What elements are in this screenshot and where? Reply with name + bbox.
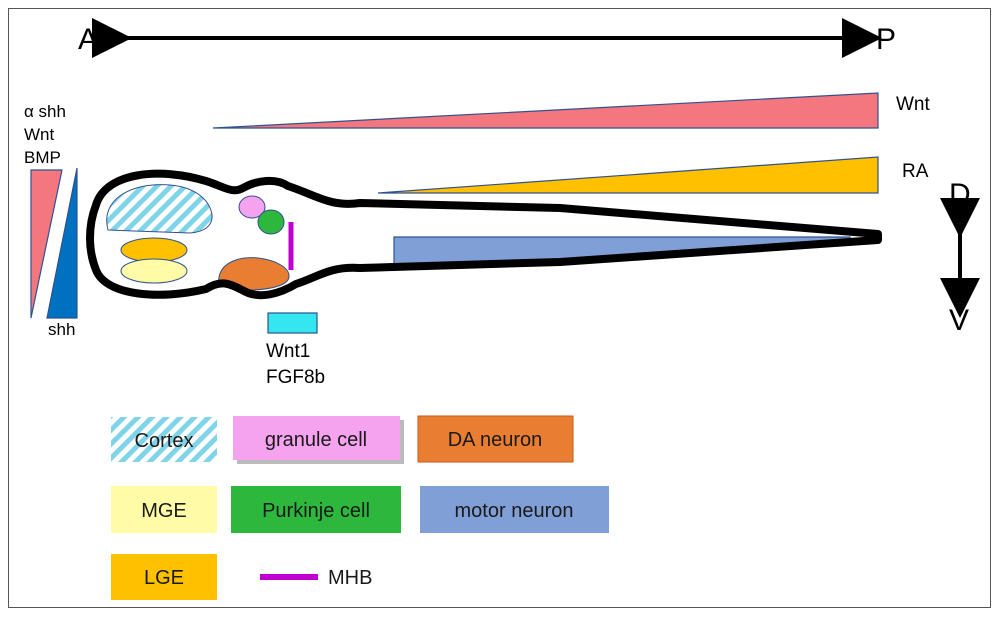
ventral-shh-wedge <box>46 167 78 319</box>
legend-da-label: DA neuron <box>448 429 543 451</box>
neural-tube-outline <box>86 169 882 300</box>
legend-purkinje-cell: Purkinje cell <box>231 486 401 533</box>
legend-da-swatch <box>417 415 574 463</box>
legend-mge-swatch <box>111 486 217 533</box>
legend-granule-label: granule cell <box>265 429 367 451</box>
dorsal-gradient-wedge <box>30 169 63 319</box>
legend-granule-swatch <box>233 416 400 460</box>
left-gradient-label-1: α shh <box>24 102 66 121</box>
legend-cortex-swatch <box>111 417 217 462</box>
wnt1-label: Wnt1 <box>266 341 310 362</box>
ventral-label: V <box>949 304 969 337</box>
legend-lge-label: LGE <box>144 567 184 589</box>
legend: Cortex granule cell DA neuron MGE Purkin… <box>111 415 609 600</box>
posterior-label: P <box>876 23 896 56</box>
legend-mge: MGE <box>111 486 217 533</box>
ra-gradient-wedge <box>377 156 879 194</box>
left-gradient-label-2: Wnt <box>24 125 55 144</box>
legend-cortex: Cortex <box>111 417 217 462</box>
dorsal-label: D <box>949 178 971 211</box>
lge-region <box>120 237 188 263</box>
wnt-gradient-wedge <box>212 92 879 129</box>
purkinje-cell-region <box>257 209 285 235</box>
cortex-region <box>106 184 213 234</box>
legend-purkinje-label: Purkinje cell <box>262 500 370 522</box>
legend-mhb-label: MHB <box>328 567 372 589</box>
legend-motor-swatch <box>420 486 609 533</box>
mge-region <box>120 258 188 284</box>
figure-frame <box>8 8 991 608</box>
ra-gradient-label: RA <box>902 161 929 182</box>
fgf8b-label: FGF8b <box>266 367 325 388</box>
legend-mge-label: MGE <box>141 500 187 522</box>
left-gradient-label-3: BMP <box>24 148 61 167</box>
legend-da-neuron: DA neuron <box>417 415 574 463</box>
anterior-label: A <box>78 23 98 56</box>
legend-granule-cell: granule cell <box>233 416 404 464</box>
wnt-gradient-label: Wnt <box>896 94 931 115</box>
legend-motor-label: motor neuron <box>455 500 574 522</box>
legend-mhb: MHB <box>260 567 372 589</box>
wnt1-fgf8b-box <box>267 312 318 334</box>
legend-lge: LGE <box>111 554 217 600</box>
legend-lge-swatch <box>111 554 217 600</box>
legend-cortex-label: Cortex <box>135 430 194 452</box>
legend-purkinje-swatch <box>231 486 401 533</box>
left-shh-label: shh <box>48 320 75 339</box>
legend-motor-neuron: motor neuron <box>420 486 609 533</box>
granule-cell-region <box>238 195 266 219</box>
